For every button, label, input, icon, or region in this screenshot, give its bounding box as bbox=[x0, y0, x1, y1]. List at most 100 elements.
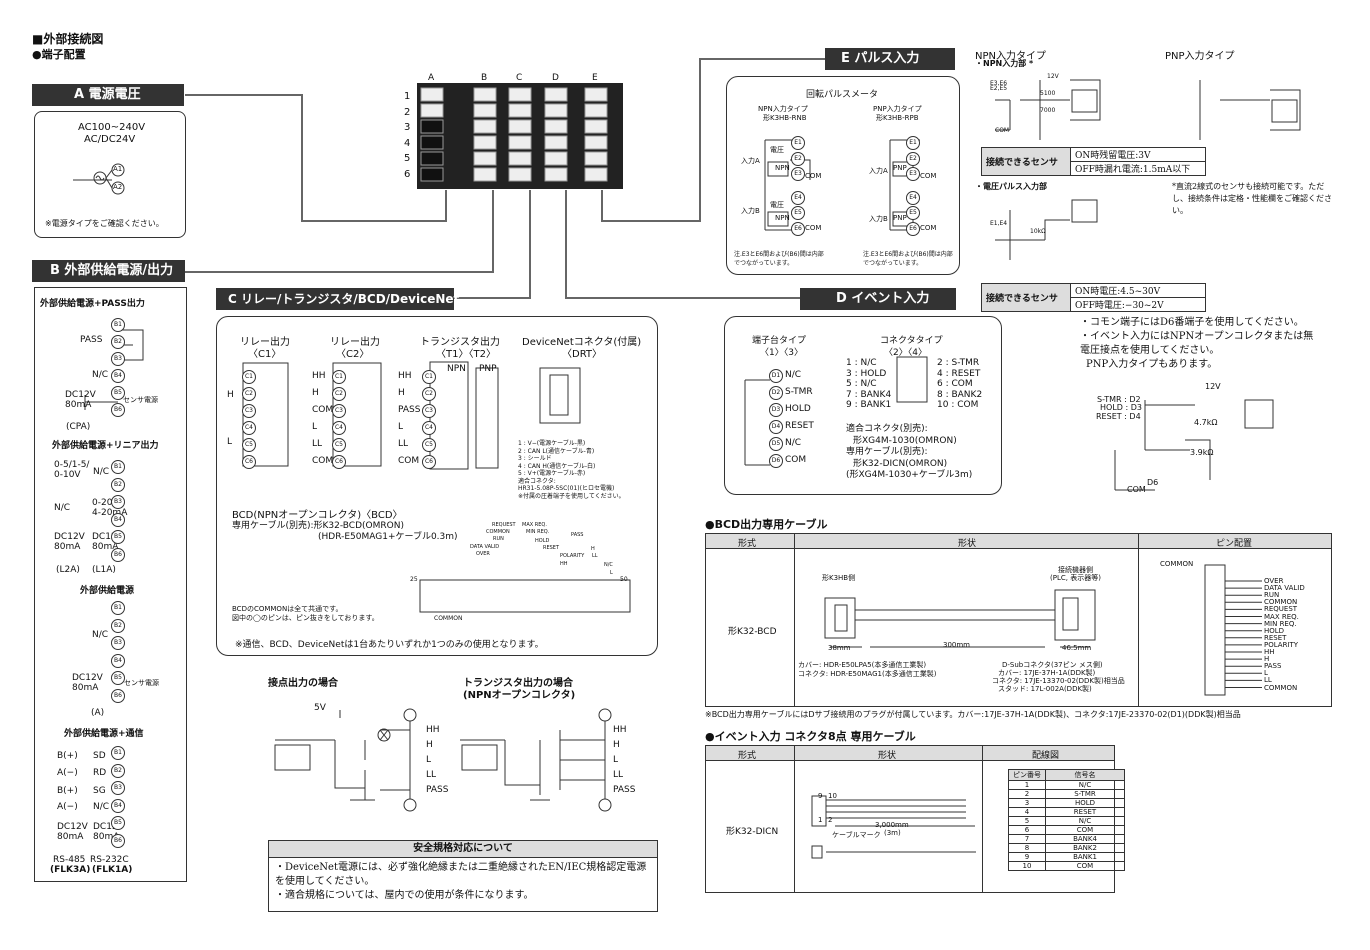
event-terminal-label: N/C bbox=[785, 438, 802, 448]
event-circuit-label: RESET : D4 bbox=[1096, 412, 1141, 421]
devicenet-pin: 1 : V−(電源ケーブル-黒) bbox=[518, 440, 586, 447]
pin-number: 10 bbox=[1008, 861, 1046, 871]
terminal-c: C2 bbox=[422, 387, 436, 401]
signal-name: COM bbox=[1045, 861, 1125, 871]
transistor-label: H bbox=[398, 388, 405, 398]
contact-output-label: LL bbox=[426, 770, 437, 780]
model-cpa: (CPA) bbox=[66, 422, 91, 432]
bcd-signal: L bbox=[610, 570, 613, 576]
terminal-column-label: B bbox=[481, 73, 488, 83]
transistor-output-label: H bbox=[613, 740, 620, 750]
linear-right-3: 4-20mA bbox=[92, 508, 128, 518]
terminal-e: E6 bbox=[906, 221, 920, 236]
bcd-signal: MIN REQ. bbox=[526, 529, 550, 535]
relay2-label: L bbox=[312, 422, 318, 432]
event-terminal-label: HOLD bbox=[785, 404, 811, 414]
voltage-label-2: AC/DC24V bbox=[84, 134, 136, 145]
terminal-b: B4 bbox=[111, 512, 125, 527]
terminal-b: B5 bbox=[111, 816, 125, 831]
terminal-d: D6 bbox=[769, 454, 783, 468]
comm-left-label: A(−) bbox=[57, 802, 78, 812]
terminal-cell bbox=[473, 87, 497, 102]
sensor-row-2a: ON時電圧:4.5~30V bbox=[1070, 283, 1206, 298]
devicenet-title: DeviceNetコネクタ(付属) bbox=[522, 337, 642, 348]
terminal-b: B6 bbox=[111, 833, 125, 848]
model-a: (A) bbox=[91, 708, 105, 718]
star-note: *直流2線式のセンサも接続可能です。ただし、接続条件は定格・性能欄をご確認くださ… bbox=[1172, 182, 1332, 215]
terminal-c: C4 bbox=[242, 421, 256, 435]
npn-input-title: NPN入力タイプ bbox=[758, 105, 808, 113]
terminal-e: E3 bbox=[791, 167, 805, 181]
event-terminal-label: RESET bbox=[785, 421, 814, 431]
section-c-header: C リレー/トランジスタ/BCD/DeviceNet bbox=[216, 288, 459, 310]
pin-number: 4 bbox=[1008, 807, 1046, 817]
transistor-label: PASS bbox=[398, 405, 421, 415]
event-circuit-label: HOLD : D3 bbox=[1100, 403, 1142, 412]
cable-length-2: (3m) bbox=[884, 829, 901, 837]
terminal-cell bbox=[473, 151, 497, 166]
device-side: 接続機器側 bbox=[1058, 566, 1093, 574]
sensor-row-1a: ON時残留電圧:3V bbox=[1070, 147, 1206, 162]
connector-pin-right: 4 : RESET bbox=[937, 368, 981, 379]
circuit-label: E1,E4 bbox=[990, 220, 1008, 227]
terminal-cell bbox=[544, 103, 568, 118]
terminal-cell bbox=[544, 87, 568, 102]
terminal-column-label: E bbox=[592, 73, 598, 83]
bcd-model: 形K32-BCD bbox=[728, 627, 777, 637]
terminal-cell bbox=[508, 87, 532, 102]
bcd-col-pin: ピン配置 bbox=[1216, 539, 1253, 549]
dsub-pin-label: RESET bbox=[1264, 633, 1287, 642]
dsub-pin-label: L bbox=[1264, 669, 1268, 678]
safety-box: 安全規格対応について ・DeviceNet電源には、必ず強化絶縁または二重絶縁さ… bbox=[268, 840, 658, 912]
terminal-c: C3 bbox=[332, 404, 346, 418]
signal-name: COM bbox=[1045, 825, 1125, 835]
bcd-spec-right-1: D-Subコネクタ(37ピン メス側) bbox=[1002, 661, 1103, 669]
terminal-b: B1 bbox=[111, 601, 125, 615]
terminal-b: B1 bbox=[111, 460, 125, 474]
terminal-cell bbox=[584, 167, 608, 182]
sensor-table-2: 接続できるセンサ ON時電圧:4.5~30V OFF時電圧:−30~2V bbox=[981, 283, 1206, 312]
connector-pin-left: 5 : N/C bbox=[846, 379, 877, 389]
terminal-c: C6 bbox=[242, 455, 256, 469]
model-l2a: (L2A) bbox=[56, 565, 80, 575]
transistor-label: L bbox=[398, 422, 404, 432]
linear-right-4: DC12V bbox=[92, 532, 123, 542]
event-col-wiring: 配線図 bbox=[1032, 751, 1060, 761]
comm-right-label: RD bbox=[93, 768, 107, 778]
event-terminal-label: COM bbox=[785, 455, 807, 465]
terminal-cell bbox=[508, 135, 532, 150]
terminal-cell bbox=[544, 119, 568, 134]
cable-end-10: 10 bbox=[828, 792, 837, 800]
pnp-label: PNP bbox=[479, 364, 497, 374]
section-e-box bbox=[726, 76, 960, 275]
dim-38: 38mm bbox=[828, 644, 851, 652]
terminal-b: B3 bbox=[111, 636, 125, 651]
terminal-cell bbox=[584, 87, 608, 102]
signal-name: HOLD bbox=[1045, 798, 1125, 808]
comm-right-label: DC12V bbox=[93, 822, 124, 832]
bcd-signal: PASS bbox=[571, 532, 584, 538]
signal-name: S-TMR bbox=[1045, 789, 1125, 799]
transistor-title: トランジスタ出力 bbox=[420, 337, 500, 348]
pin-number: 9 bbox=[1008, 852, 1046, 862]
terminal-e: E2 bbox=[906, 151, 920, 166]
terminal-b: B6 bbox=[111, 547, 125, 562]
linear-left-3: N/C bbox=[54, 503, 71, 513]
connector-fit: 形XG4M-1030(OMRON) bbox=[853, 435, 957, 446]
ext-80ma: 80mA bbox=[72, 683, 99, 693]
dsub-pin-label: POLARITY bbox=[1264, 640, 1299, 649]
npn-input-model: 形K3HB-RNB bbox=[763, 114, 807, 122]
connector-pin-right: 10 : COM bbox=[937, 400, 979, 410]
relay1-title: リレー出力 bbox=[240, 337, 290, 348]
terminal-type-title: 端子台タイプ bbox=[752, 336, 807, 346]
terminal-b: B4 bbox=[111, 653, 125, 668]
dsub-pin-label: MIN REQ. bbox=[1264, 619, 1297, 628]
cable-mark-label: ケーブルマーク bbox=[832, 831, 881, 839]
bcd-signal: COMMON bbox=[486, 529, 510, 535]
terminal-row-label: 6 bbox=[404, 168, 411, 180]
pass-80ma: 80mA bbox=[65, 400, 92, 410]
terminal-c: C1 bbox=[332, 370, 346, 384]
terminal-b: B5 bbox=[111, 385, 125, 400]
